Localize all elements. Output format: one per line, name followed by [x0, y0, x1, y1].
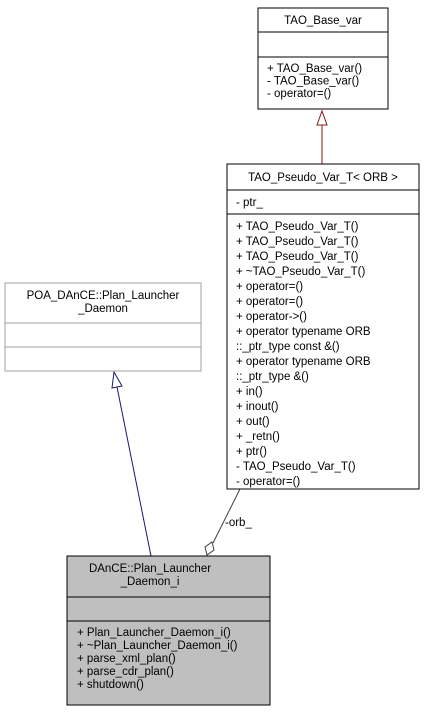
method-label: + ~Plan_Launcher_Daemon_i() — [77, 640, 238, 652]
class-name-line: POA_DAnCE::Plan_Launcher — [27, 290, 180, 302]
method-label: - TAO_Pseudo_Var_T() — [236, 461, 356, 473]
method-label: + parse_cdr_plan() — [77, 666, 174, 678]
method-label: + TAO_Pseudo_Var_T() — [236, 221, 359, 233]
class-name-line: _Daemon_i — [120, 576, 180, 588]
method-label: + _retn() — [236, 431, 280, 443]
method-label: + out() — [236, 416, 270, 428]
method-label: + operator=() — [236, 296, 303, 308]
method-label: - operator=() — [267, 88, 331, 100]
class-box-dance-plan-launcher-daemon-i[interactable]: DAnCE::Plan_Launcher_Daemon_i + Plan_Lau… — [66, 555, 271, 706]
method-label: + TAO_Pseudo_Var_T() — [236, 251, 359, 263]
method-label: + ~TAO_Pseudo_Var_T() — [236, 266, 366, 278]
class-name-line: _Daemon — [77, 303, 128, 315]
method-label: + in() — [236, 386, 263, 398]
method-label: - operator=() — [236, 476, 300, 488]
class-name: POA_DAnCE::Plan_Launcher_Daemon — [27, 290, 180, 315]
attributes-compartment: - ptr_ — [236, 197, 263, 209]
method-label: + TAO_Base_var() — [267, 63, 362, 75]
class-name-line: DAnCE::Plan_Launcher — [89, 563, 211, 575]
association-label: -orb_ — [225, 517, 252, 529]
method-label: + operator typename ORB — [236, 326, 371, 338]
class-name: TAO_Pseudo_Var_T< ORB > — [248, 172, 398, 184]
methods-compartment: + Plan_Launcher_Daemon_i()+ ~Plan_Launch… — [77, 627, 238, 691]
inheritance-edge-dance-to-poa — [116, 386, 152, 557]
method-label: + shutdown() — [77, 679, 144, 691]
method-label: + operator->() — [236, 311, 307, 323]
class-box-poa-plan-launcher-daemon[interactable]: POA_DAnCE::Plan_Launcher_Daemon — [4, 282, 202, 372]
association-diamond — [204, 541, 215, 556]
method-label: + ptr() — [236, 446, 267, 458]
attribute-label: - ptr_ — [236, 197, 263, 209]
method-label: - TAO_Base_var() — [267, 76, 359, 88]
class-box-tao-pseudo-var-t[interactable]: TAO_Pseudo_Var_T< ORB > - ptr_ + TAO_Pse… — [226, 163, 420, 490]
method-label: + Plan_Launcher_Daemon_i() — [77, 627, 231, 639]
class-name: TAO_Base_var — [284, 15, 362, 27]
method-label: + TAO_Pseudo_Var_T() — [236, 236, 359, 248]
method-label: ::_ptr_type &() — [236, 371, 309, 383]
method-label: + inout() — [236, 401, 279, 413]
inheritance-arrowhead-base — [316, 109, 328, 126]
class-box-tao-base-var[interactable]: TAO_Base_var + TAO_Base_var()- TAO_Base_… — [257, 7, 389, 110]
inheritance-arrowhead-poa — [111, 370, 123, 389]
method-label: + operator typename ORB — [236, 356, 371, 368]
methods-compartment: + TAO_Base_var()- TAO_Base_var()- operat… — [267, 63, 362, 100]
method-label: + operator=() — [236, 281, 303, 293]
methods-compartment: + TAO_Pseudo_Var_T() + TAO_Pseudo_Var_T()… — [236, 221, 371, 488]
association-edge-orb — [212, 488, 241, 544]
method-label: + parse_xml_plan() — [77, 653, 176, 665]
class-name: DAnCE::Plan_Launcher_Daemon_i — [89, 563, 211, 588]
method-label: ::_ptr_type const &() — [236, 341, 340, 353]
